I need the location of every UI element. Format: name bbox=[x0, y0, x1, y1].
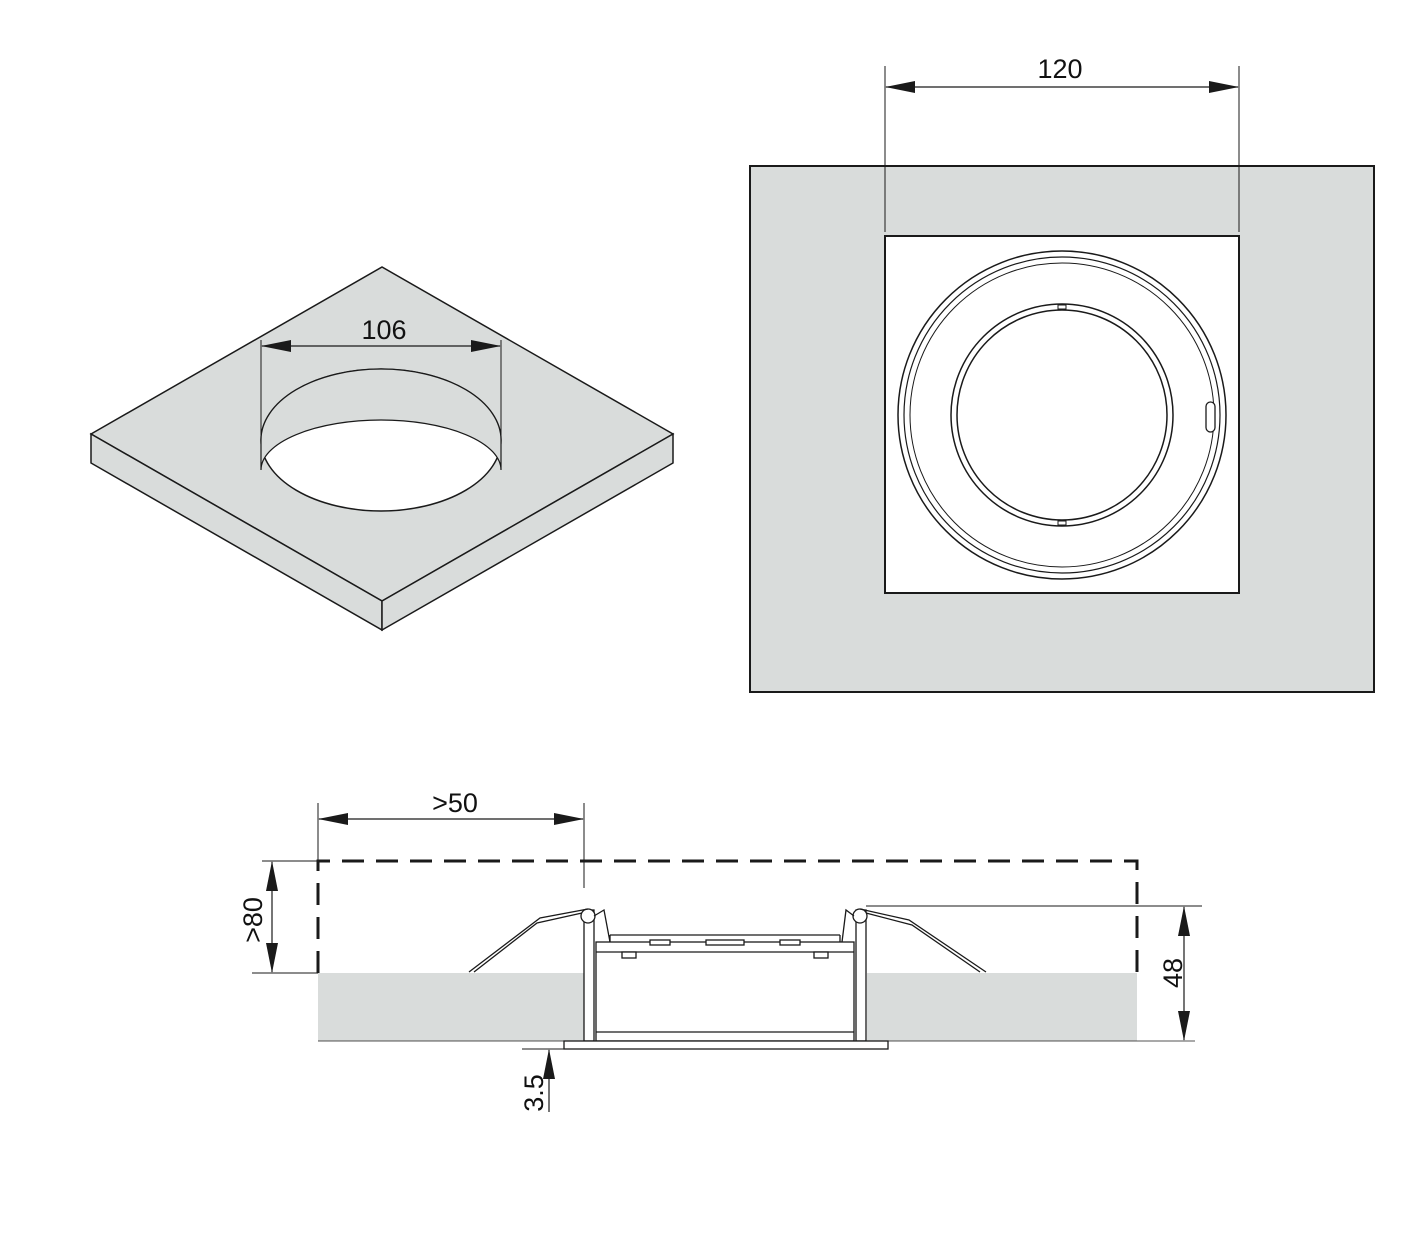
square-opening bbox=[884, 235, 1240, 594]
top-clearance-label: >80 bbox=[238, 897, 268, 943]
reflector-inner-ring bbox=[956, 309, 1168, 521]
trim-flange bbox=[563, 1040, 889, 1050]
release-tab bbox=[1205, 401, 1216, 433]
ceiling-slab-right bbox=[867, 973, 1137, 1041]
luminaire-housing bbox=[583, 909, 867, 1042]
side-clearance-label: >50 bbox=[432, 788, 478, 818]
trim-ring-2 bbox=[903, 256, 1221, 574]
section-view: >50 >80 48 3.5 bbox=[238, 788, 1202, 1112]
top-view: 120 bbox=[749, 54, 1375, 693]
ring-notch-bottom bbox=[1057, 520, 1067, 526]
installed-height-label: 48 bbox=[1158, 958, 1188, 988]
isometric-view: 106 bbox=[89, 266, 675, 632]
ring-notch-top bbox=[1057, 304, 1067, 310]
reflector-outer-ring bbox=[950, 303, 1174, 527]
ceiling-slab-left bbox=[318, 973, 584, 1041]
installation-clearance-zone bbox=[316, 859, 1139, 973]
spring-clip-left bbox=[468, 908, 611, 973]
opening-width-label: 120 bbox=[1037, 54, 1082, 84]
cutout-inner-wall bbox=[260, 368, 502, 471]
trim-outer-ring bbox=[897, 250, 1227, 580]
trim-thickness-label: 3.5 bbox=[519, 1074, 549, 1112]
ceiling-plate-right-face bbox=[381, 432, 674, 632]
cutout-diameter-label: 106 bbox=[361, 315, 406, 345]
spring-clip-right bbox=[841, 908, 987, 973]
